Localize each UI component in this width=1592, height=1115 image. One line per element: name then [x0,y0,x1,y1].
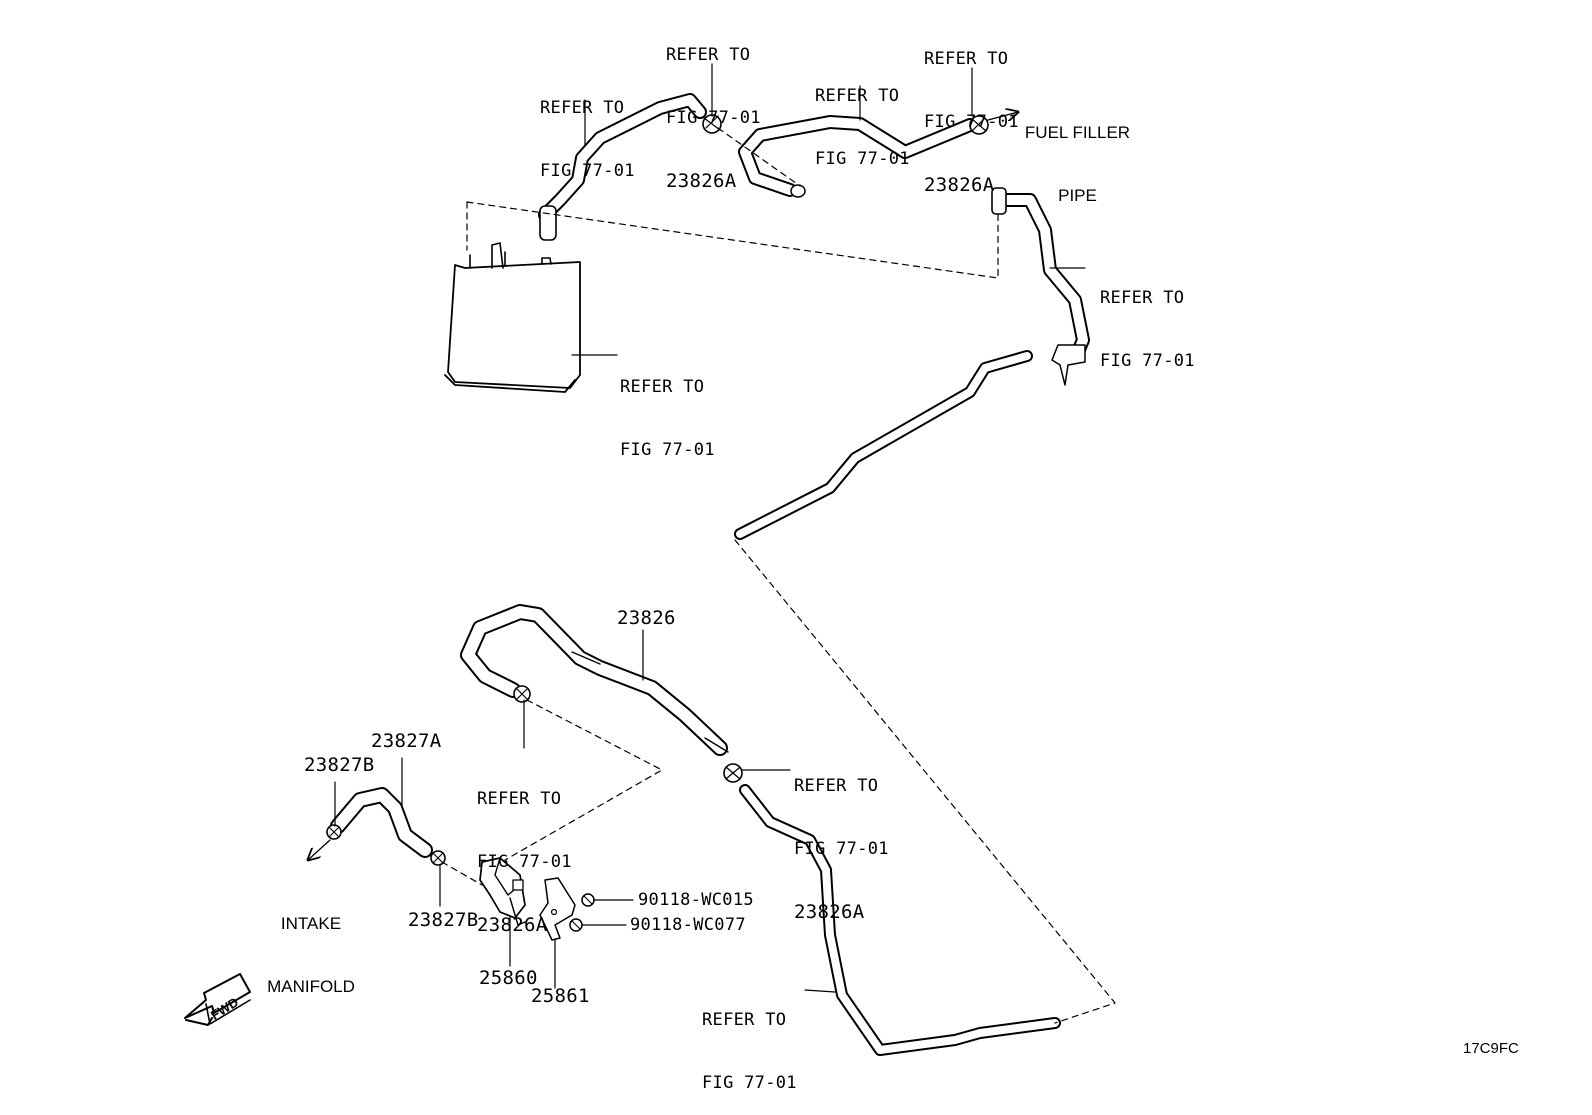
intake-manifold-label: INTAKE MANIFOLD [267,914,355,996]
part-number-23826A: 23826A [794,901,865,923]
part-number-23827B-left: 23827B [304,754,375,776]
refer-fig-text: FIG 77-01 [477,852,572,872]
callout-refer-filler-hose: REFER TO FIG 77-01 [815,44,910,191]
leader-lines [334,63,1086,993]
clamp-23826A-top-right [969,115,989,135]
clamp-23826A-bottom-left [513,685,531,703]
bracket-25861 [539,877,576,941]
refer-to-text: REFER TO [924,49,1009,69]
callout-90118-WC077: 90118-WC077 [630,915,746,935]
callout-refer-clamp-top-left: REFER TO FIG 77-01 23826A [666,3,761,213]
part-number-23827A: 23827A [371,730,442,752]
intake-manifold-arrow [308,839,331,860]
refer-fig-text: FIG 77-01 [1100,351,1195,371]
part-number-25860: 25860 [479,967,538,989]
refer-to-text: REFER TO [477,789,562,809]
canister-upper-hose [538,93,707,241]
hose-23827A [330,787,433,858]
figure-code: 17C9FC [1463,1040,1519,1057]
clamp-23826A-top-left [702,114,722,134]
bolt-90118-WC015 [581,893,595,907]
callout-90118-WC015: 90118-WC015 [638,890,754,910]
refer-to-text: REFER TO [540,98,625,118]
vent-pipe-right [991,187,1090,386]
purge-valve-25860 [479,857,526,926]
refer-to-text: REFER TO [702,1010,787,1030]
clamp-23827B-right [430,850,446,866]
refer-to-text: REFER TO [1100,288,1185,308]
charcoal-canister [444,242,581,393]
fwd-arrow-icon [184,973,251,1026]
fuel-filler-arrow [987,112,1018,120]
long-diagonal-pipe [734,350,1033,540]
part-number-23826A: 23826A [666,170,737,192]
part-number-23826A: 23826A [477,914,548,936]
hose-23826 [460,604,729,756]
refer-to-text: REFER TO [620,377,705,397]
refer-fig-text: FIG 77-01 [540,161,635,181]
fuel-filler-hose [738,115,977,198]
fuel-filler-pipe-label: FUEL FILLER PIPE [1024,123,1131,205]
lower-pipe [739,784,1061,1056]
part-number-23826: 23826 [617,607,676,629]
callout-refer-clamp-bottom-left: REFER TO FIG 77-01 23826A [477,747,572,957]
part-number-23826A: 23826A [924,174,995,196]
bolt-90118-WC077 [569,918,583,932]
refer-to-text: REFER TO [666,45,751,65]
part-number-25861: 25861 [531,985,590,1007]
refer-fig-text: FIG 77-01 [666,108,761,128]
dashed-connections [441,127,1116,1024]
callout-refer-lower-pipe: REFER TO FIG 77-01 [702,968,797,1115]
part-number-23827B-right: 23827B [408,909,479,931]
callout-refer-clamp-bottom-right: REFER TO FIG 77-01 23826A [794,734,889,944]
clamp-23827B-left [326,824,342,840]
callout-refer-canister-hose: REFER TO FIG 77-01 [540,56,635,203]
clamp-23826A-bottom-right [723,763,743,783]
refer-to-text: REFER TO [794,776,879,796]
callout-refer-clamp-top-right: REFER TO FIG 77-01 23826A [924,7,1019,217]
callout-refer-canister: REFER TO FIG 77-01 [620,335,715,482]
refer-to-text: REFER TO [815,86,900,106]
refer-fig-text: FIG 77-01 [924,112,1019,132]
callout-refer-vent-pipe: REFER TO FIG 77-01 [1100,246,1195,393]
refer-fig-text: FIG 77-01 [794,839,889,859]
refer-fig-text: FIG 77-01 [702,1073,797,1093]
refer-fig-text: FIG 77-01 [620,440,715,460]
refer-fig-text: FIG 77-01 [815,149,910,169]
